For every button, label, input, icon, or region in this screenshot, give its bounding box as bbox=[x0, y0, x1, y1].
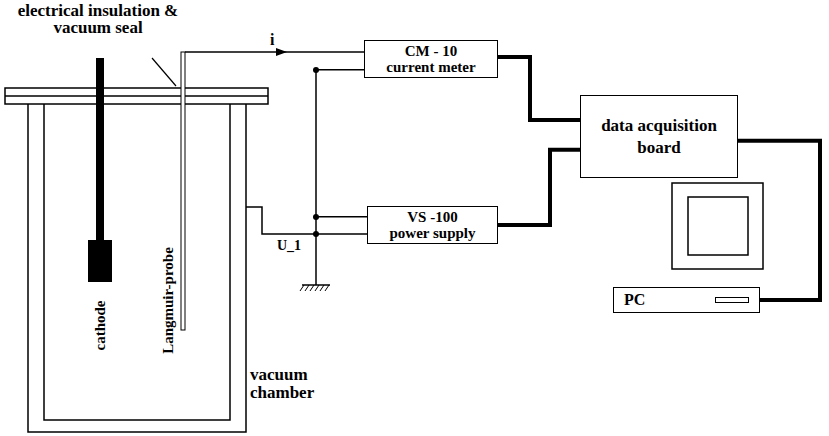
cathode-block bbox=[88, 240, 112, 282]
chamber-inner-wall bbox=[44, 104, 230, 420]
signal-name: i bbox=[270, 31, 274, 49]
probe-wire bbox=[185, 51, 364, 53]
monitor-frame bbox=[672, 183, 763, 269]
box-text: VS -100 bbox=[407, 209, 457, 225]
box-text: CM - 10 bbox=[405, 43, 458, 59]
ground-hatch bbox=[300, 285, 329, 291]
cathode-rod bbox=[96, 58, 104, 242]
monitor-screen bbox=[688, 197, 748, 255]
box-text: data acquisition board bbox=[589, 115, 729, 159]
ground-symbol bbox=[302, 284, 330, 286]
annotation: electrical insulation & vacuum seal bbox=[2, 2, 194, 36]
disk-slot bbox=[715, 297, 749, 303]
leader-line bbox=[152, 58, 176, 86]
part-label: cathode bbox=[92, 300, 109, 350]
current-arrow bbox=[276, 48, 287, 56]
part-label: vacuum chamber bbox=[250, 366, 340, 402]
box-text: power supply bbox=[389, 225, 475, 241]
pc-case: PC bbox=[613, 287, 760, 313]
power-supply-box: VS -100power supply bbox=[367, 206, 498, 244]
box-text: PC bbox=[624, 291, 645, 309]
connector-wire bbox=[498, 57, 580, 120]
box-text: current meter bbox=[386, 59, 475, 75]
plate-seam bbox=[5, 95, 268, 97]
daq-board-box: data acquisition board bbox=[580, 95, 738, 178]
top-plate bbox=[5, 88, 268, 104]
connector-wire bbox=[316, 70, 367, 217]
connector-wire bbox=[738, 141, 820, 300]
junction-dot bbox=[313, 231, 319, 237]
signal-name: U_1 bbox=[277, 238, 301, 254]
chamber-wire bbox=[246, 207, 367, 234]
part-label: Langmuir-probe bbox=[159, 247, 176, 354]
langmuir-probe-rod bbox=[181, 52, 185, 330]
connector-wire bbox=[498, 150, 580, 225]
current-meter-box: CM - 10current meter bbox=[364, 40, 498, 78]
ground-wire bbox=[315, 216, 317, 285]
chamber-outer-wall bbox=[28, 104, 246, 432]
